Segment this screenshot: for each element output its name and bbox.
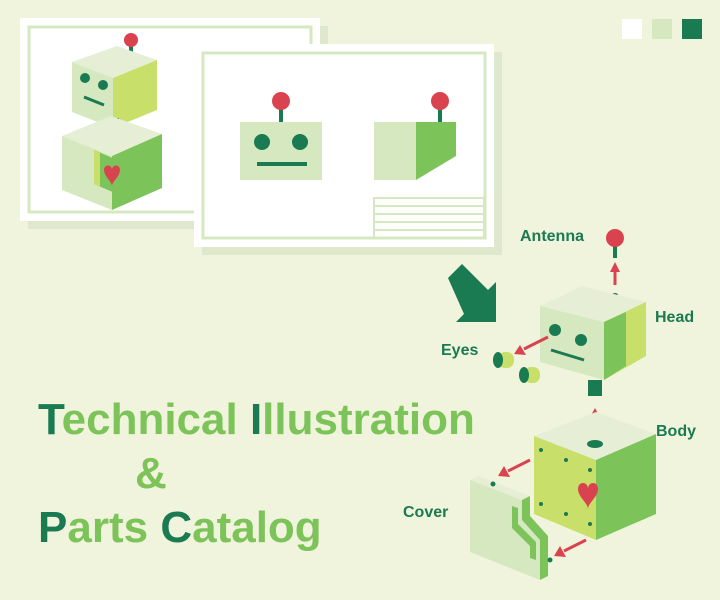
title-line-3: Parts Catalog xyxy=(38,506,322,550)
arrow-cover-upper-icon xyxy=(498,458,531,477)
title-line-1: Technical Illustration xyxy=(38,398,475,442)
title-text-llustration: llustration xyxy=(262,395,475,444)
robot-front-view xyxy=(240,92,322,180)
drawing-sheet-orthographic xyxy=(194,44,502,255)
title-cap-c: C xyxy=(160,503,193,552)
swatch-light-green xyxy=(652,19,672,39)
title-ampersand: & xyxy=(135,449,167,498)
cover-part xyxy=(470,476,553,580)
arrow-eyes-icon xyxy=(514,335,549,355)
title-text-arts: arts xyxy=(67,503,161,552)
arrow-antenna-icon xyxy=(610,262,620,297)
swatch-white xyxy=(622,19,642,39)
label-eyes: Eyes xyxy=(441,342,479,359)
title-cap-t: T xyxy=(38,395,62,444)
robot-side-view xyxy=(374,92,456,180)
label-cover: Cover xyxy=(403,504,449,521)
body-part xyxy=(534,412,656,540)
robot-isometric-sketch xyxy=(62,33,162,210)
title-text-echnical: echnical xyxy=(61,395,250,444)
label-head: Head xyxy=(655,309,695,326)
eyes-part xyxy=(493,352,540,383)
exploded-robot xyxy=(470,229,656,580)
arrow-cover-lower-icon xyxy=(554,538,587,557)
eye-right xyxy=(519,367,540,383)
eye-left xyxy=(493,352,514,368)
head-part xyxy=(540,286,646,396)
label-antenna: Antenna xyxy=(520,228,584,245)
swatch-dark-green xyxy=(682,19,702,39)
label-body: Body xyxy=(656,423,696,440)
title-block xyxy=(373,197,485,239)
color-swatches xyxy=(622,19,702,39)
title-cap-i: I xyxy=(249,395,263,444)
antenna-part xyxy=(606,229,624,258)
title-cap-p: P xyxy=(38,503,68,552)
title-text-atalog: atalog xyxy=(192,503,322,552)
big-arrow-icon xyxy=(448,264,496,322)
